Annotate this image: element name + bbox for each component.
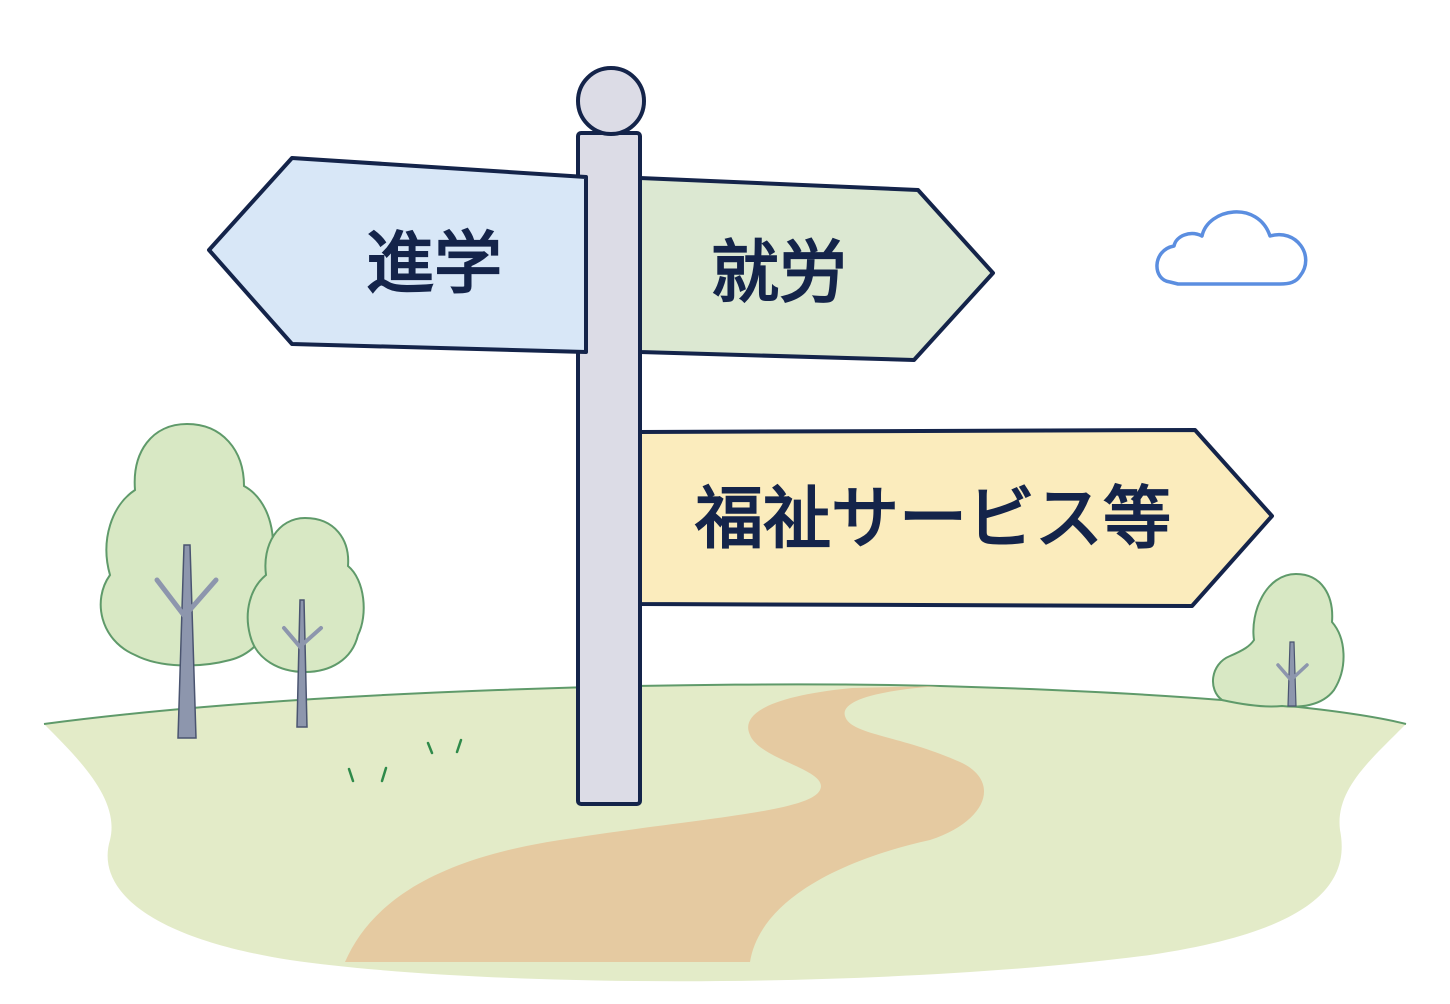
tree-icon (99, 422, 276, 739)
sign-right-bottom-label: 福祉サービス等 (694, 480, 1171, 559)
tree-icon (1211, 572, 1345, 708)
sign-left: 進学 (207, 156, 588, 354)
sign-right-bottom: 福祉サービス等 (638, 428, 1274, 608)
grass-tufts (347, 738, 463, 783)
tree-icon (246, 516, 365, 728)
sign-right-top: 就労 (638, 176, 995, 362)
path-icon (345, 686, 984, 962)
signpost-icon (576, 66, 646, 806)
sign-right-top-label: 就労 (711, 234, 847, 313)
cloud-icon (1155, 210, 1308, 286)
sign-left-label: 進学 (366, 225, 502, 304)
